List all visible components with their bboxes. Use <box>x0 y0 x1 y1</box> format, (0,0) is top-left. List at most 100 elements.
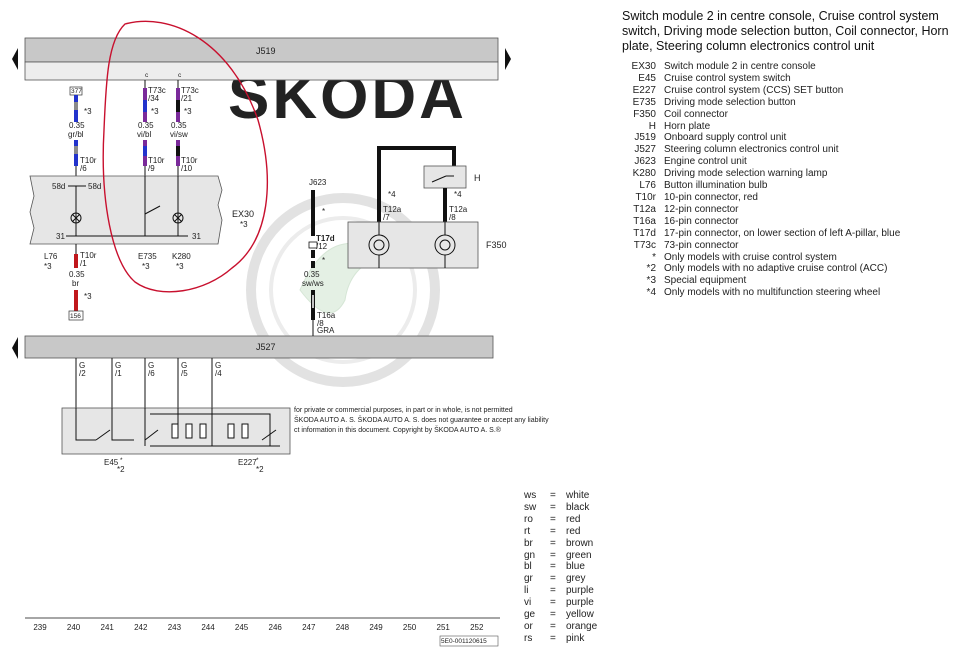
wire2-pin: /9 <box>148 164 155 173</box>
color-name: green <box>566 549 592 561</box>
legend-code: EX30 <box>631 61 656 72</box>
axis-tick-label: 242 <box>134 623 148 632</box>
color-equals: = <box>550 585 556 597</box>
right-arrow-icon <box>505 48 511 70</box>
left-arrow-icon <box>12 48 18 70</box>
wire3-size: 0.35 <box>171 121 187 130</box>
ex30-note: *3 <box>240 220 248 229</box>
color-item: br=brown <box>524 538 597 550</box>
j623-star-a: * <box>322 207 325 216</box>
color-code: br <box>524 537 533 549</box>
wire3-note: *3 <box>184 107 192 116</box>
legend-desc: Engine control unit <box>664 156 747 168</box>
color-code: ro <box>524 513 533 525</box>
legend-code: J527 <box>634 144 656 156</box>
legend-code: F350 <box>633 108 656 120</box>
ex30-module: 58d 58d 31 31 EX30 *3 <box>29 175 254 245</box>
color-item: or=orange <box>524 621 597 633</box>
horn-plate <box>423 165 467 189</box>
e735-switch-icon <box>144 205 161 215</box>
legend-desc: Coil connector <box>664 108 728 120</box>
color-equals: = <box>550 561 556 573</box>
k280-note: *3 <box>176 262 184 271</box>
legend-code: *3 <box>646 275 656 287</box>
g-pin-3: /6 <box>148 369 155 378</box>
legend-code: E735 <box>632 96 656 108</box>
color-equals: = <box>550 620 556 632</box>
l76-note: *3 <box>44 262 52 271</box>
f1-conn: T12a <box>383 205 402 214</box>
legend-desc: Steering column electronics control unit <box>664 144 839 156</box>
e227-note: * <box>256 457 259 464</box>
left-arrow-icon-2 <box>12 337 18 359</box>
page-title: Switch module 2 in centre console, Cruis… <box>622 9 949 53</box>
f1-note: *4 <box>388 190 396 199</box>
color-name: grey <box>566 573 586 585</box>
g-pin-4-g: G <box>181 361 187 370</box>
legend-desc: 17-pin connector, on lower section of le… <box>664 227 901 239</box>
legend-code: T12a <box>633 203 656 215</box>
resistor-icon-1 <box>171 423 179 439</box>
color-name: purple <box>566 597 594 609</box>
axis-tick-label: 245 <box>235 623 249 632</box>
color-name: purple <box>566 585 594 597</box>
legend-item: J527 Steering column electronics control … <box>628 144 900 156</box>
color-equals: = <box>550 501 556 513</box>
legend-code: * <box>652 251 656 263</box>
legend-desc: Button illumination bulb <box>664 180 768 192</box>
copyright-line-1: for private or commercial purposes, in p… <box>294 407 513 414</box>
g-pin-1: /2 <box>79 369 86 378</box>
e45-note2: *2 <box>117 465 125 474</box>
pin-31-left: 31 <box>56 232 65 241</box>
axis-tick-label: 247 <box>302 623 316 632</box>
color-name: yellow <box>566 609 594 621</box>
color-name: orange <box>566 620 598 632</box>
color-equals: = <box>550 513 556 525</box>
k280-label: K280 <box>172 252 191 261</box>
j623-label: J623 <box>309 178 327 187</box>
j519-label: J519 <box>256 46 276 56</box>
legend-desc: 12-pin connector <box>664 203 739 215</box>
e735-label: E735 <box>138 252 157 261</box>
j623-gra: GRA <box>317 326 335 335</box>
wire-vi-bl: c T73c /34 *3 0.35 vi/bl T10r /9 <box>137 72 166 176</box>
color-code: ws <box>524 490 537 501</box>
axis-tick-label: 243 <box>168 623 182 632</box>
resistor-icon-2 <box>185 423 193 439</box>
e227-switch-icon <box>261 429 277 441</box>
wire2-note: *3 <box>151 107 159 116</box>
color-code: sw <box>524 501 537 513</box>
color-equals: = <box>550 609 556 621</box>
wire1-pin: /6 <box>80 164 87 173</box>
e45-e227-module <box>61 407 291 455</box>
j519-rail: J519 <box>12 37 511 81</box>
legend-desc: 10-pin connector, red <box>664 191 758 203</box>
l76-label: L76 <box>44 252 58 261</box>
color-code: rt <box>524 525 531 537</box>
wire2-size: 0.35 <box>138 121 154 130</box>
legend-code: T10r <box>635 191 656 203</box>
legend-desc: Horn plate <box>664 120 711 132</box>
legend-code: T16a <box>633 215 656 227</box>
color-item: gn=green <box>524 550 597 562</box>
color-equals: = <box>550 573 556 585</box>
color-name: brown <box>566 537 594 549</box>
g-pin-5-g: G <box>215 361 221 370</box>
horn-switch-icon <box>431 175 447 183</box>
color-code: vi <box>524 597 532 609</box>
legend-desc: Only models with no adaptive cruise cont… <box>664 263 888 275</box>
color-item: ws=white <box>524 490 597 502</box>
wire1-conn: T10r <box>80 156 97 165</box>
legend-desc: Onboard supply control unit <box>664 132 787 144</box>
f2-note: *4 <box>454 190 462 199</box>
wire-vi-sw: c T73c /21 *3 0.35 vi/sw T10r /10 <box>170 72 199 176</box>
copyright-text: for private or commercial purposes, in p… <box>294 407 549 434</box>
color-code: bl <box>524 561 532 573</box>
